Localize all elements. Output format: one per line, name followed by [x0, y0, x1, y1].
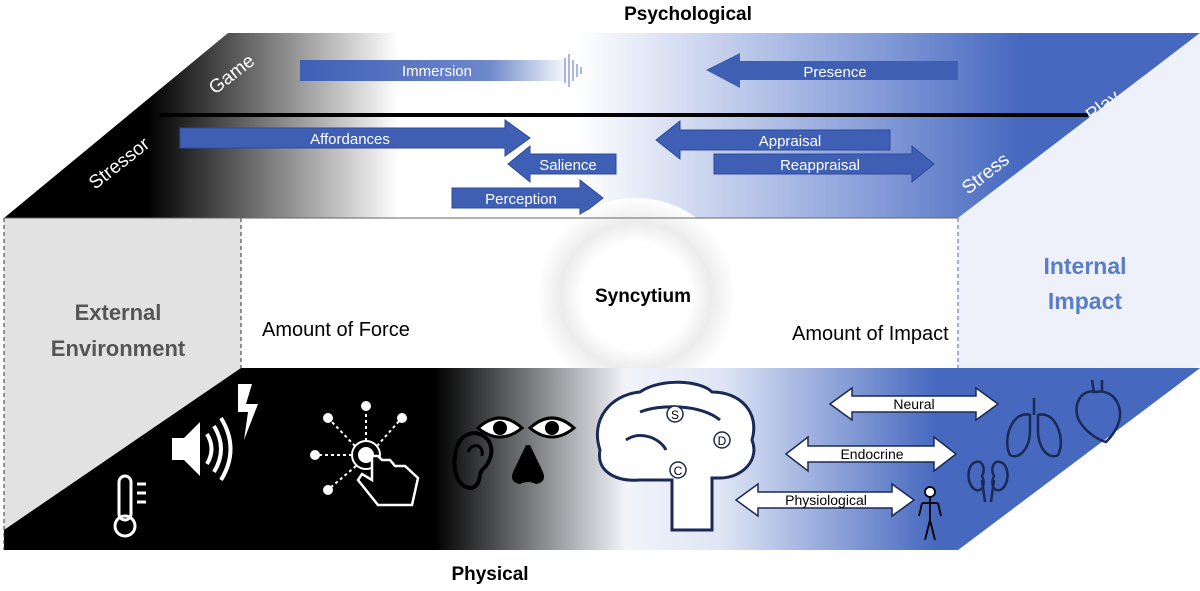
- salience-arrow: Salience: [507, 144, 617, 184]
- physical-label: Physical: [451, 564, 528, 585]
- salience-label: Salience: [539, 157, 597, 174]
- presence-arrow: Presence: [706, 53, 958, 88]
- syncytium-glow: [536, 198, 736, 394]
- neural-arrow: Neural: [828, 386, 1000, 422]
- reappraisal-label: Reappraisal: [780, 157, 860, 174]
- skeleton-icon: [918, 486, 942, 541]
- presence-label: Presence: [803, 64, 866, 81]
- immersion-label: Immersion: [402, 63, 472, 80]
- external-environment-label-2: Environment: [51, 336, 186, 361]
- speaker-icon: [172, 416, 233, 482]
- internal-impact-label-2: Impact: [1048, 288, 1122, 314]
- nose-icon: [512, 445, 544, 484]
- lungs-icon: [1005, 398, 1063, 458]
- cube-edges: [3, 217, 959, 550]
- kidneys-icon: [967, 460, 1009, 503]
- perception-label: Perception: [485, 191, 557, 208]
- touch-icon: [310, 401, 420, 507]
- psychological-label: Psychological: [624, 4, 752, 25]
- physiological-arrow: Physiological: [734, 482, 916, 518]
- ear-icon: [452, 431, 494, 491]
- endocrine-label: Endocrine: [840, 446, 903, 462]
- external-environment-label-1: External: [75, 300, 162, 325]
- endocrine-arrow: Endocrine: [784, 435, 958, 473]
- lightning-icon: [238, 384, 258, 440]
- reappraisal-arrow: Reappraisal: [713, 144, 935, 184]
- syncytium-label: Syncytium: [595, 286, 691, 307]
- affordances-arrow: Affordances: [179, 119, 531, 157]
- brain-node-labels: S D C: [666, 405, 731, 479]
- brain-node-c: C: [674, 464, 683, 478]
- affordances-label: Affordances: [310, 131, 390, 148]
- thermometer-icon: [113, 474, 146, 538]
- brain-node-d: D: [718, 434, 727, 448]
- eye-icon: [475, 416, 577, 439]
- neural-label: Neural: [893, 396, 934, 412]
- amount-of-force-label: Amount of Force: [262, 319, 410, 341]
- internal-impact-label-1: Internal: [1043, 253, 1126, 279]
- brain-node-s: S: [671, 408, 679, 422]
- perception-arrow: Perception: [451, 178, 604, 218]
- appraisal-arrow: Appraisal: [655, 119, 891, 161]
- appraisal-label: Appraisal: [759, 133, 822, 150]
- physiological-label: Physiological: [785, 492, 867, 508]
- amount-of-impact-label: Amount of Impact: [792, 323, 949, 345]
- bottom-face-right: [958, 368, 1200, 550]
- immersion-arrow: Immersion: [300, 54, 582, 87]
- heart-icon: [1075, 379, 1122, 444]
